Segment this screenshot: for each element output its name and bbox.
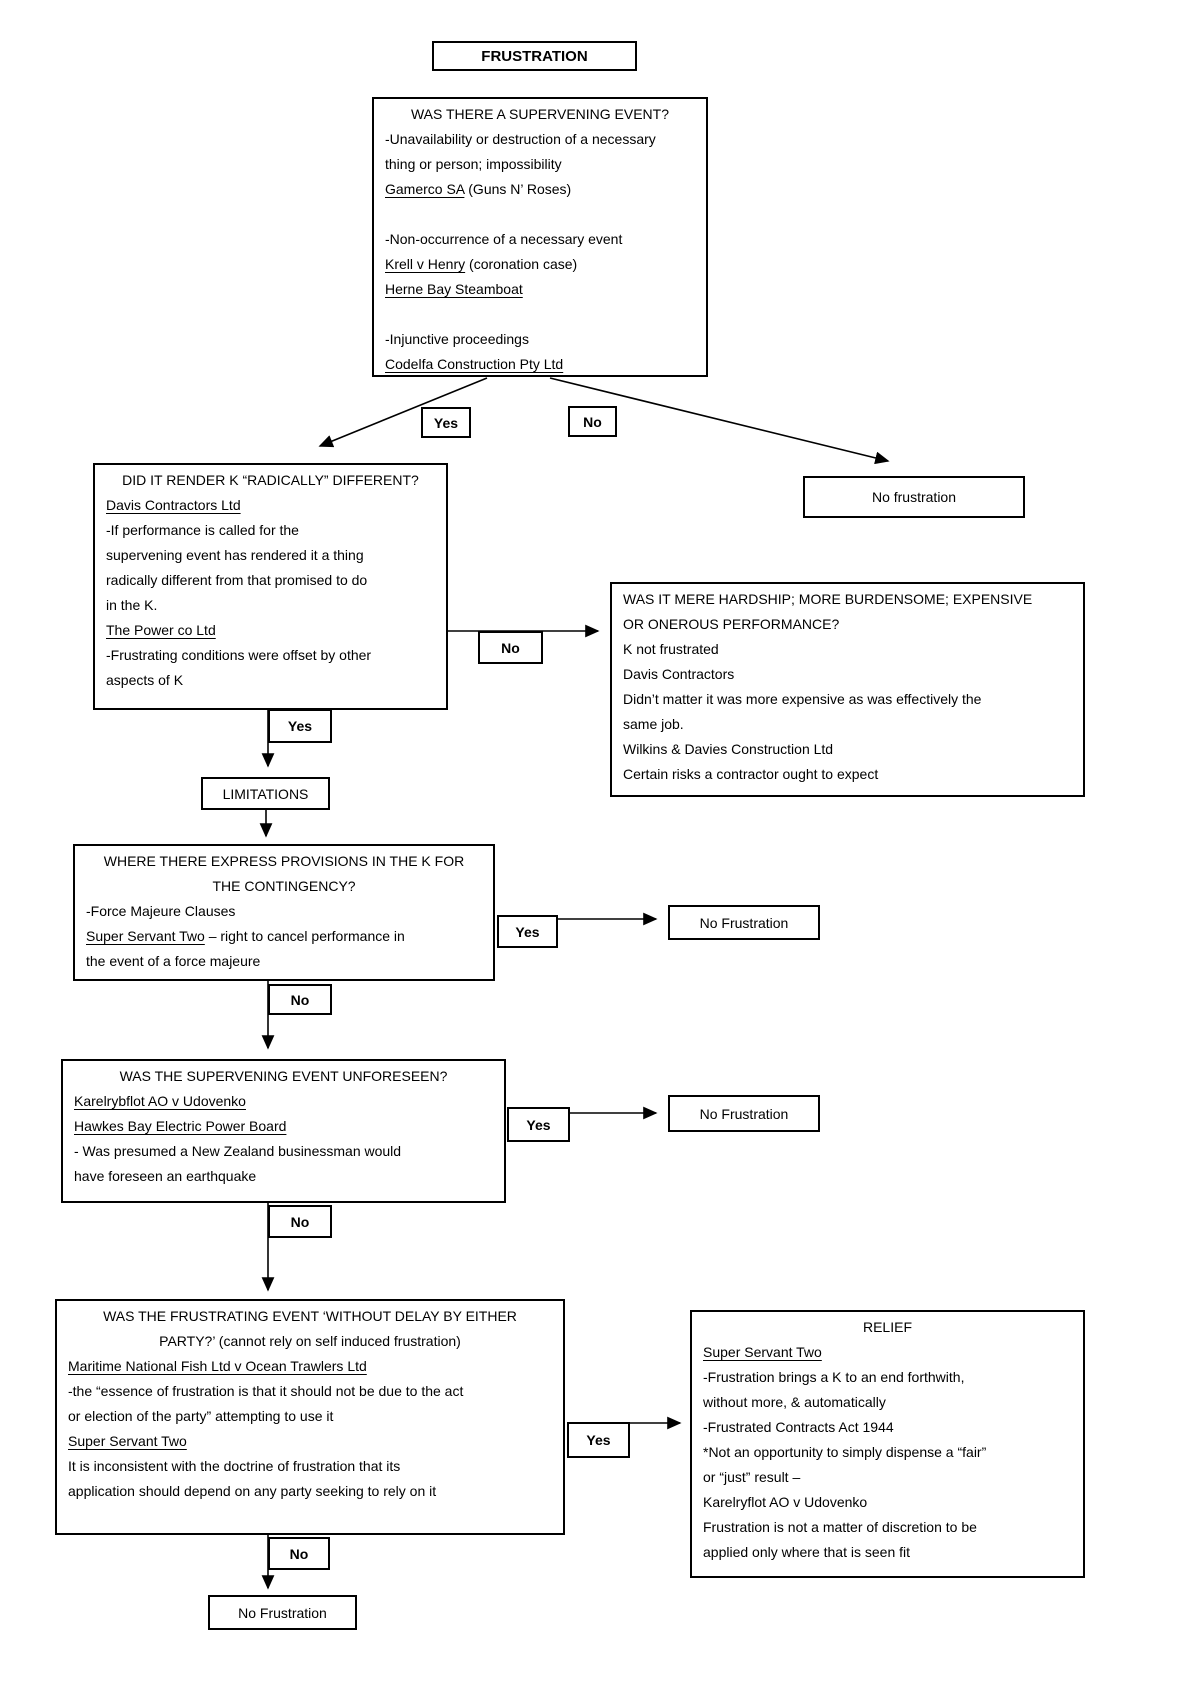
node-limitations: LIMITATIONS <box>201 777 330 810</box>
decision-label-yes-without-delay: Yes <box>567 1422 630 1458</box>
decision-label-no-supervening: No <box>568 406 617 437</box>
decision-label-no-radically: No <box>478 631 543 664</box>
decision-label-yes-provisions: Yes <box>497 915 558 948</box>
node-no-frustration-bottom: No Frustration <box>208 1595 357 1630</box>
node-no-frustration-top-right: No frustration <box>803 476 1025 518</box>
node-frustration-title: FRUSTRATION <box>432 41 637 71</box>
node-radically-different: DID IT RENDER K “RADICALLY” DIFFERENT?Da… <box>93 463 448 710</box>
node-event-unforeseen: WAS THE SUPERVENING EVENT UNFORESEEN?Kar… <box>61 1059 506 1203</box>
node-mere-hardship: WAS IT MERE HARDSHIP; MORE BURDENSOME; E… <box>610 582 1085 797</box>
decision-label-yes-radically: Yes <box>268 709 332 743</box>
arrow-supervening-yes-to-radically <box>318 377 488 448</box>
node-no-frustration-provisions: No Frustration <box>668 905 820 940</box>
decision-label-yes-unforeseen: Yes <box>507 1107 570 1142</box>
node-without-delay: WAS THE FRUSTRATING EVENT ‘WITHOUT DELAY… <box>55 1299 565 1535</box>
decision-label-no-without-delay: No <box>268 1537 330 1570</box>
arrow-supervening-no-to-no-frustration <box>549 377 890 465</box>
node-express-provisions: WHERE THERE EXPRESS PROVISIONS IN THE K … <box>73 844 495 981</box>
node-supervening-event: WAS THERE A SUPERVENING EVENT?-Unavailab… <box>372 97 708 377</box>
decision-label-no-provisions: No <box>268 984 332 1015</box>
node-no-frustration-unforeseen: No Frustration <box>668 1095 820 1132</box>
decision-label-no-unforeseen: No <box>268 1205 332 1238</box>
decision-label-yes-supervening: Yes <box>421 407 471 438</box>
